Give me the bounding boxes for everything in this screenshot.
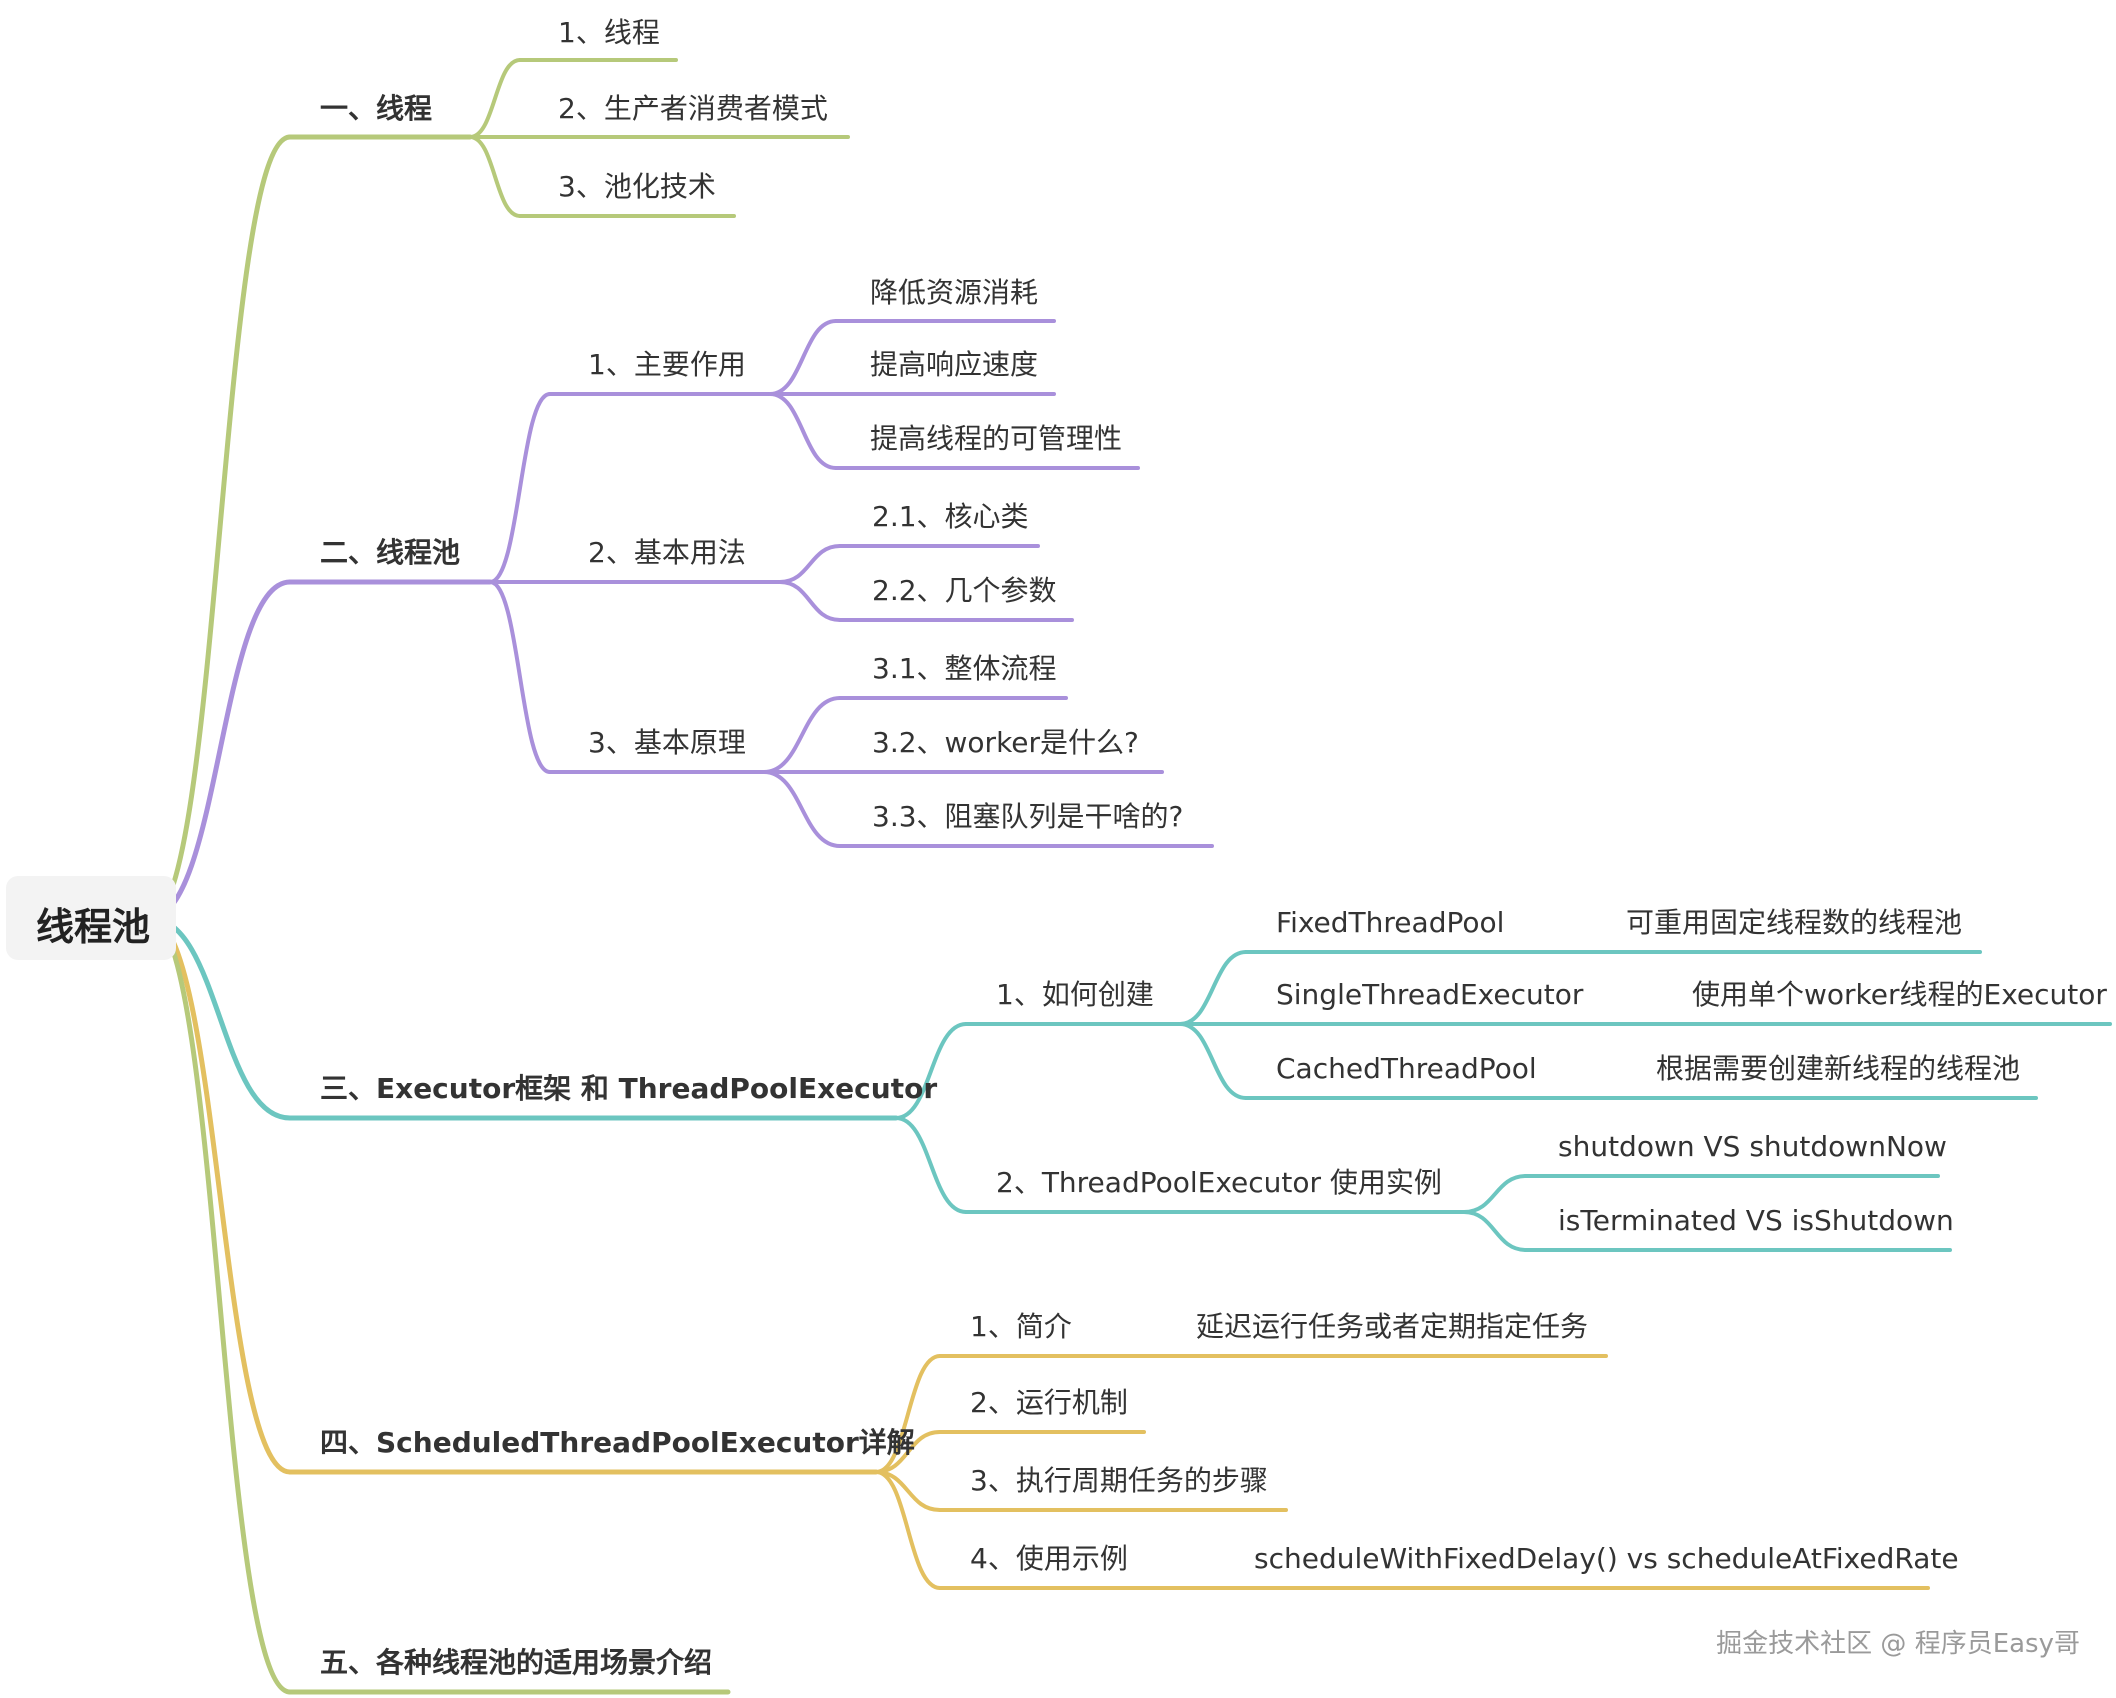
node-worker[interactable]: 3.2、worker是什么?: [872, 726, 1139, 759]
node-basic-principle[interactable]: 3、基本原理: [588, 726, 746, 759]
node-scenarios[interactable]: 五、各种线程池的适用场景介绍: [320, 1646, 713, 1679]
link-shutdown-curve: [1462, 1174, 1528, 1214]
link-manageability-curve: [768, 392, 838, 470]
link-tpe-example-curve: [894, 1116, 968, 1214]
node-how-to-create[interactable]: 1、如何创建: [996, 978, 1154, 1011]
root-node-box[interactable]: [6, 876, 176, 960]
link-overall-flow-curve: [762, 696, 842, 774]
link-basic-principle-curve: [488, 580, 552, 774]
node-manageability[interactable]: 提高线程的可管理性: [870, 422, 1123, 455]
link-blocking-queue-curve: [762, 770, 842, 848]
node-shutdown[interactable]: shutdown VS shutdownNow: [1558, 1130, 1947, 1163]
link-isterminated-curve: [1462, 1210, 1528, 1252]
node-parameters[interactable]: 2.2、几个参数: [872, 574, 1057, 607]
link-intro-curve: [874, 1354, 942, 1474]
node-basic-usage[interactable]: 2、基本用法: [588, 536, 746, 569]
link-usage-example-curve: [874, 1470, 942, 1590]
node-blocking-queue[interactable]: 3.3、阻塞队列是干啥的?: [872, 800, 1184, 833]
link-how-to-create-curve: [894, 1022, 968, 1120]
node-main-purpose[interactable]: 1、主要作用: [588, 348, 746, 381]
link-thread-intro-curve: [468, 58, 522, 139]
watermark: 掘金技术社区 @ 程序员Easy哥: [1716, 1629, 2080, 1659]
node-periodic-steps[interactable]: 3、执行周期任务的步骤: [970, 1464, 1268, 1497]
node-cached-desc[interactable]: 根据需要创建新线程的线程池: [1656, 1052, 2021, 1085]
node-fixed-threadpool[interactable]: FixedThreadPool: [1276, 906, 1505, 939]
node-producer-consumer[interactable]: 2、生产者消费者模式: [558, 92, 828, 125]
link-parameters-curve: [778, 580, 842, 622]
node-run-mechanism[interactable]: 2、运行机制: [970, 1386, 1128, 1419]
link-pooling-curve: [468, 135, 522, 218]
node-core-class[interactable]: 2.1、核心类: [872, 500, 1029, 533]
node-thread-intro[interactable]: 1、线程: [558, 16, 660, 49]
node-scheduled-executor[interactable]: 四、ScheduledThreadPoolExecutor详解: [320, 1426, 915, 1459]
node-improve-response[interactable]: 提高响应速度: [870, 348, 1039, 381]
link-threadpool-curve: [147, 579, 293, 921]
link-scenarios-curve: [147, 915, 293, 1695]
link-main-purpose-curve: [488, 392, 552, 584]
link-reduce-resource-curve: [768, 319, 838, 396]
node-single-executor[interactable]: SingleThreadExecutor: [1276, 978, 1584, 1011]
link-scheduled-executor-curve: [147, 915, 293, 1475]
node-fixed-desc[interactable]: 可重用固定线程数的线程池: [1626, 906, 1963, 939]
node-threadpool[interactable]: 二、线程池: [320, 536, 461, 569]
node-usage-example[interactable]: 4、使用示例: [970, 1542, 1128, 1575]
node-executor-framework[interactable]: 三、Executor框架 和 ThreadPoolExecutor: [320, 1072, 938, 1105]
node-single-desc[interactable]: 使用单个worker线程的Executor: [1692, 978, 2107, 1011]
node-cached-threadpool[interactable]: CachedThreadPool: [1276, 1052, 1537, 1085]
node-isterminated[interactable]: isTerminated VS isShutdown: [1558, 1204, 1954, 1237]
node-usage-desc[interactable]: scheduleWithFixedDelay() vs scheduleAtFi…: [1254, 1542, 1959, 1575]
link-fixed-threadpool-curve: [1178, 950, 1248, 1026]
node-pooling[interactable]: 3、池化技术: [558, 170, 716, 203]
node-overall-flow[interactable]: 3.1、整体流程: [872, 652, 1057, 685]
link-cached-threadpool-curve: [1178, 1022, 1248, 1100]
link-run-mechanism-curve: [874, 1430, 942, 1474]
node-tpe-example[interactable]: 2、ThreadPoolExecutor 使用实例: [996, 1166, 1442, 1199]
root-node-label: 线程池: [36, 905, 151, 949]
link-core-class-curve: [778, 544, 842, 584]
link-thread-curve: [147, 134, 293, 921]
node-intro-desc[interactable]: 延迟运行任务或者定期指定任务: [1196, 1310, 1589, 1343]
node-intro[interactable]: 1、简介: [970, 1310, 1072, 1343]
node-reduce-resource[interactable]: 降低资源消耗: [870, 276, 1039, 309]
node-thread[interactable]: 一、线程: [320, 92, 433, 125]
